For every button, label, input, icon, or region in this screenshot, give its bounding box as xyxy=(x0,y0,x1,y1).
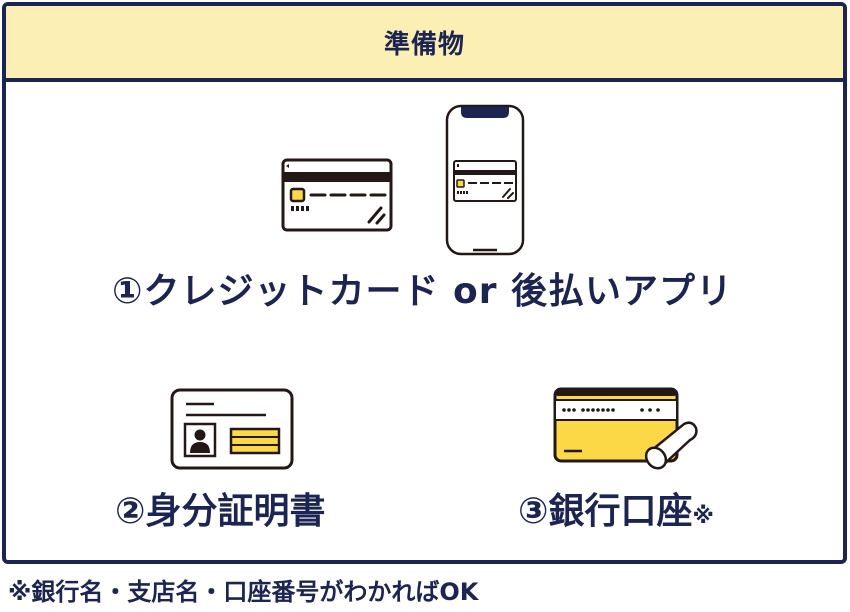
page-title: 準備物 xyxy=(383,29,465,60)
item-3-label: ③銀行口座※ xyxy=(518,482,714,534)
item-3-number: ③ xyxy=(518,491,549,532)
item-3-text: 銀行口座 xyxy=(548,491,693,532)
id-card-icon xyxy=(170,388,294,470)
item-1-text: クレジットカード or 後払いアプリ xyxy=(143,271,734,312)
smartphone-icon xyxy=(445,104,525,256)
preparation-panel: 準備物 xyxy=(2,2,847,564)
panel-header: 準備物 xyxy=(6,6,843,82)
bankbook-icon xyxy=(553,387,698,470)
item-1-number: ① xyxy=(112,271,144,312)
item-2-number: ② xyxy=(115,491,146,532)
item-2-label: ②身分証明書 xyxy=(115,482,326,534)
credit-card-icon xyxy=(281,158,393,232)
item-3-note-mark: ※ xyxy=(692,504,714,529)
footnote: ※銀行名・支店名・口座番号がわかればOK xyxy=(8,578,479,606)
item-1-label: ①クレジットカード or 後払いアプリ xyxy=(112,262,733,314)
item-2-text: 身分証明書 xyxy=(145,491,326,532)
